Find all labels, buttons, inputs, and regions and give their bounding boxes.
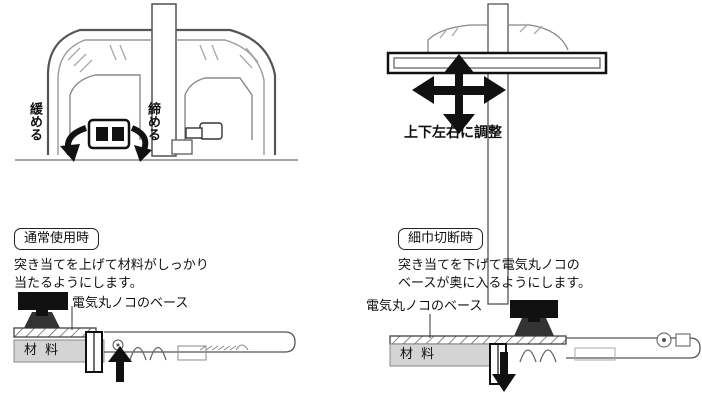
normal-material-label: 材 料 [24,343,61,358]
down-arrow-icon [492,352,516,392]
narrow-material-label: 材 料 [400,347,437,362]
bottom-right-section-illustration [389,300,701,385]
narrow-desc-line1: 突き当てを下げて電気丸ノコの [398,258,580,273]
loosen-label: 緩める [27,102,42,141]
normal-desc-line2: 当たるようにします。 [14,276,143,291]
mode-badge-normal: 通常使用時 [14,228,100,250]
adjust-label: 上下左右に調整 [404,125,502,141]
narrow-desc-line2: ベースが奥に入るようにします。 [398,276,592,291]
tighten-label: 締める [145,102,160,141]
narrow-base-label: 電気丸ノコのベース [366,299,483,314]
top-left-guide-illustration [15,3,298,161]
normal-base-label: 電気丸ノコのベース [72,296,189,311]
clamp-knob-icon [87,118,131,150]
bottom-left-section-illustration [13,292,296,373]
top-right-guide-illustration [386,3,608,305]
mode-badge-narrow: 細巾切断時 [398,228,484,250]
four-way-arrow-icon [412,54,506,134]
normal-desc-line1: 突き当てを上げて材料がしっかり [14,258,209,273]
up-arrow-icon [108,346,132,382]
